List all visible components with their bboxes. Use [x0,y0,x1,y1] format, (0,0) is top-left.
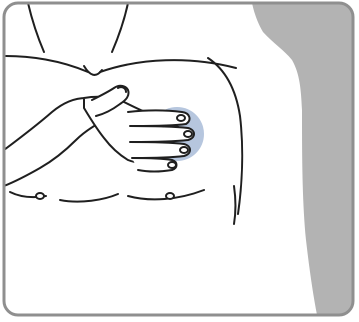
nipple-left [36,193,44,199]
nail-middle [184,131,192,137]
nipple-right [166,193,174,199]
nail-ring [180,147,188,153]
nail-index [177,115,185,121]
nail-little [168,162,176,168]
figure-group [4,3,318,320]
